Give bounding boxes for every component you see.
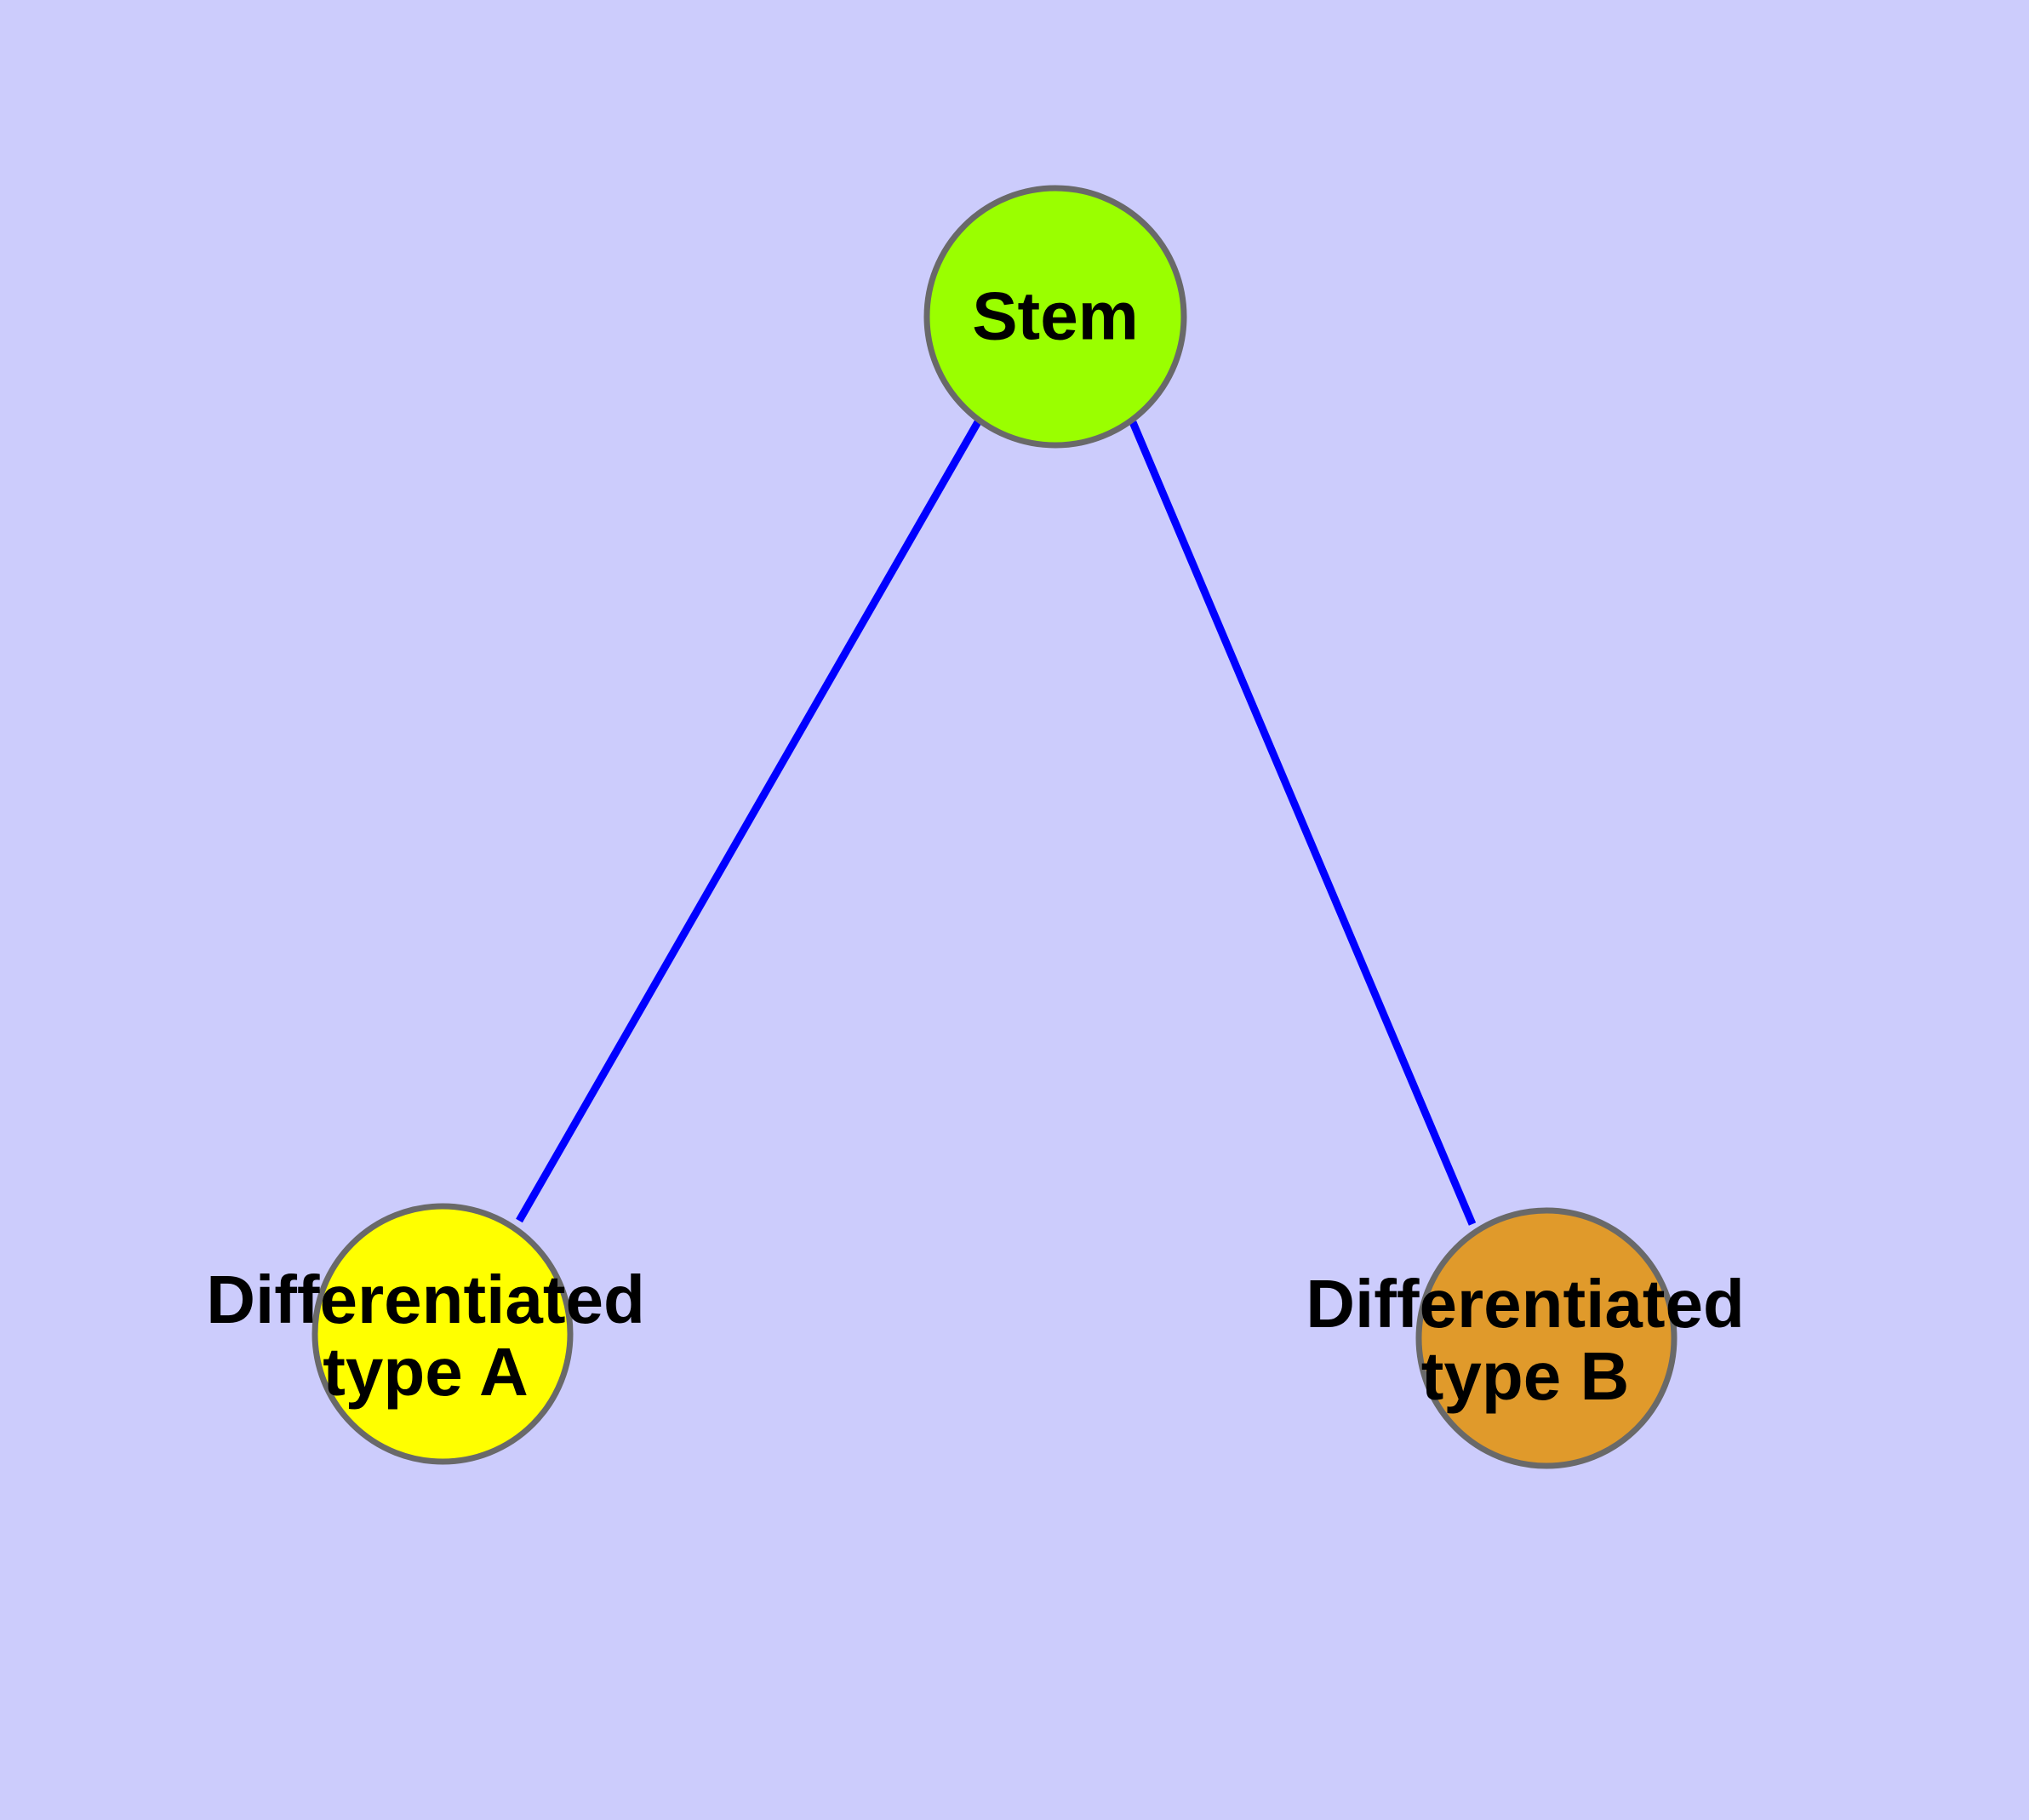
node-circle-differentiated-type-b[interactable]	[1415, 1207, 1677, 1469]
edge-stem-to-type-b[interactable]	[1129, 421, 1477, 1226]
node-circle-stem[interactable]	[923, 185, 1187, 449]
node-layer	[311, 185, 1677, 1469]
node-circle-differentiated-type-a[interactable]	[311, 1203, 574, 1465]
edge-stem-to-type-a[interactable]	[516, 418, 982, 1223]
edge-layer	[516, 418, 1477, 1226]
